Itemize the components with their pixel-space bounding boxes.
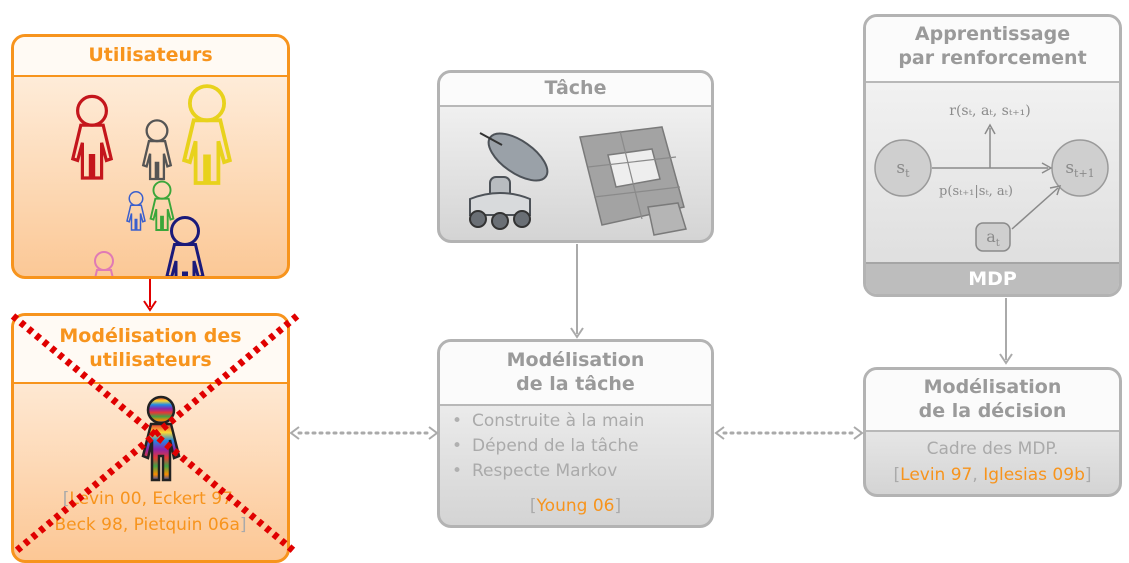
task-model-list: Construite à la main Dépend de la tâche … bbox=[440, 409, 711, 484]
ref-iglesias-09b[interactable]: Iglesias 09b bbox=[983, 465, 1085, 485]
user-icon-yellow bbox=[182, 84, 232, 185]
ref-eckert-97[interactable]: Eckert 97 bbox=[152, 489, 233, 509]
decision-model-text: Cadre des MDP. [Levin 97, Iglesias 09b] bbox=[893, 439, 1092, 485]
task-model-reference: [Young 06] bbox=[529, 496, 622, 516]
rl-box-footer: MDP bbox=[866, 262, 1119, 294]
state-next-node: st+1 bbox=[1051, 139, 1109, 197]
list-item: Respecte Markov bbox=[440, 459, 711, 484]
decision-model-box: Modélisation de la décision Cadre des MD… bbox=[863, 367, 1122, 497]
dotted-link-right bbox=[714, 426, 864, 440]
task-model-box: Modélisation de la tâche Construite à la… bbox=[437, 339, 714, 528]
users-box-title: Utilisateurs bbox=[14, 37, 287, 77]
reward-label: r(sₜ, aₜ, sₜ₊₁) bbox=[949, 103, 1031, 119]
users-illustration bbox=[71, 84, 232, 276]
user-model-box: Modélisation des utilisateurs [Levin 00,… bbox=[11, 313, 290, 563]
user-model-box-title: Modélisation des utilisateurs bbox=[14, 316, 287, 384]
ref-beck-98[interactable]: Beck 98 bbox=[54, 515, 123, 535]
rl-to-decision-arrow bbox=[999, 298, 1013, 365]
user-icon-red bbox=[71, 94, 113, 180]
transition-label: p(sₜ₊₁|sₜ, aₜ) bbox=[939, 184, 1013, 199]
list-item: Construite à la main bbox=[440, 409, 711, 434]
mdp-diagram: st st+1 at r(sₜ, aₜ, sₜ₊₁) p(sₜ₊₁|sₜ, aₜ… bbox=[874, 103, 1109, 252]
action-node: at bbox=[975, 222, 1011, 252]
user-model-references: [Levin 00, Eckert 97, Beck 98, Pietquin … bbox=[14, 486, 287, 538]
svg-text:at: at bbox=[986, 227, 1000, 249]
ref-levin-00[interactable]: Levin 00 bbox=[69, 489, 142, 509]
task-box: Tâche bbox=[437, 70, 714, 243]
puzzle-icon bbox=[579, 126, 687, 236]
user-icon-green bbox=[149, 180, 175, 231]
svg-text:st: st bbox=[896, 158, 910, 180]
satellite-dish-icon bbox=[469, 132, 549, 230]
user-model-ref-line2: Beck 98, Pietquin 06a] bbox=[54, 515, 247, 535]
svg-text:st+1: st+1 bbox=[1065, 158, 1094, 180]
task-illustration bbox=[469, 126, 687, 236]
action-arrow bbox=[1011, 187, 1059, 230]
task-box-title: Tâche bbox=[440, 73, 711, 107]
list-item: Dépend de la tâche bbox=[440, 434, 711, 459]
rl-box-title: Apprentissage par renforcement bbox=[866, 17, 1119, 83]
users-to-model-arrow bbox=[143, 279, 157, 312]
user-model-title-line1: Modélisation des bbox=[59, 325, 242, 347]
colorful-user-icon bbox=[141, 395, 181, 482]
user-icon-gray bbox=[142, 119, 172, 181]
decision-model-box-title: Modélisation de la décision bbox=[866, 370, 1119, 432]
users-box: Utilisateurs bbox=[11, 34, 290, 279]
ref-levin-97[interactable]: Levin 97 bbox=[900, 465, 973, 485]
ref-young-06[interactable]: Young 06 bbox=[536, 496, 615, 516]
dotted-link-left bbox=[289, 426, 439, 440]
user-icon-navy bbox=[165, 216, 205, 276]
state-t-node: st bbox=[874, 139, 932, 197]
user-model-title-line2: utilisateurs bbox=[89, 349, 212, 371]
task-to-model-arrow bbox=[570, 244, 584, 339]
rl-box: Apprentissage par renforcement st st+1 a… bbox=[863, 14, 1122, 297]
task-model-box-title: Modélisation de la tâche bbox=[440, 342, 711, 406]
user-model-ref-line1: [Levin 00, Eckert 97, bbox=[62, 489, 239, 509]
user-icon-blue bbox=[126, 191, 146, 231]
user-icon-pink bbox=[91, 251, 117, 276]
ref-pietquin-06a[interactable]: Pietquin 06a bbox=[133, 515, 240, 535]
